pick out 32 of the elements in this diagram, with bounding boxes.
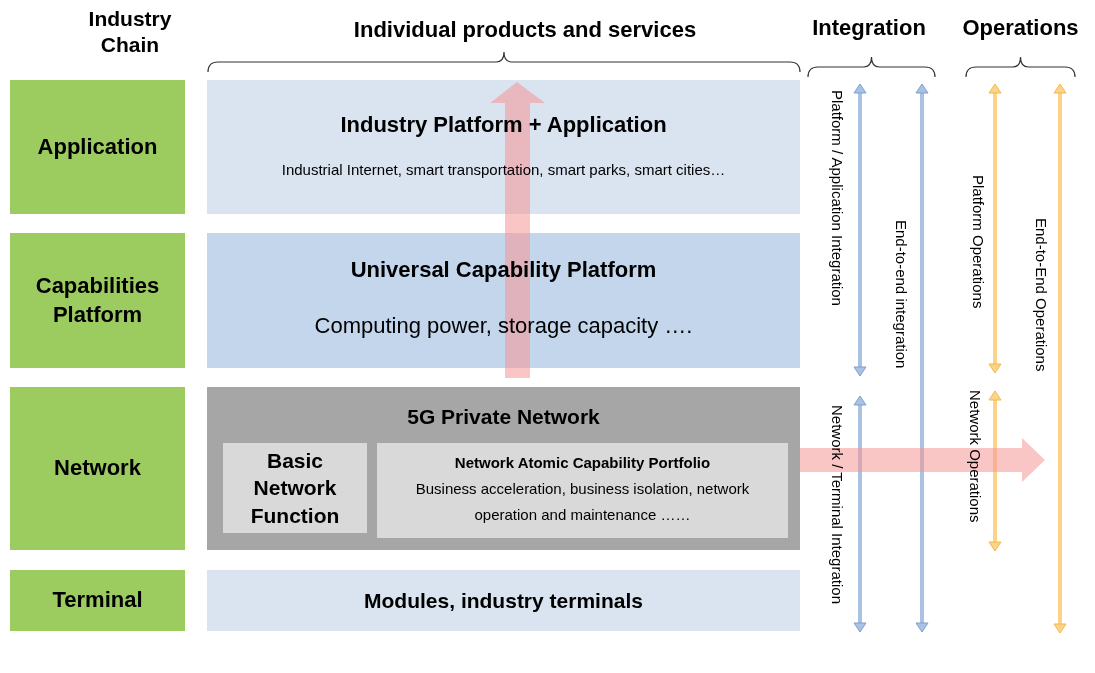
layer-label-box xyxy=(10,233,185,368)
description-text: Computing power, storage capacity …. xyxy=(314,311,693,340)
span-label: End-to-end integration xyxy=(893,220,910,369)
layer-label-box xyxy=(10,570,185,631)
layer-box xyxy=(207,233,800,368)
box-title: Modules, industry terminals xyxy=(364,587,643,614)
layer-box xyxy=(207,570,800,631)
description-text: Business acceleration, business isolation, network operation and maintenance …… xyxy=(414,479,751,526)
span-label: Network / Terminal Integration xyxy=(829,405,846,604)
function-box xyxy=(223,443,367,533)
box-title: Basic Network Function xyxy=(249,448,341,529)
layer-box xyxy=(207,80,800,214)
column-heading: Operations xyxy=(961,14,1080,42)
column-heading: Industry Chain xyxy=(87,6,173,59)
layer-name: Capabilities Platform xyxy=(34,271,161,329)
description-text: Industrial Internet, smart transportation, smart parks, smart cities… xyxy=(281,160,726,181)
column-heading: Integration xyxy=(811,14,927,42)
box-title: 5G Private Network xyxy=(407,404,600,430)
layer-box xyxy=(207,387,800,550)
span-label: End-to-End Operations xyxy=(1033,218,1050,372)
box-title: Universal Capability Platform xyxy=(350,255,657,284)
layer-name: Application xyxy=(36,132,159,161)
layer-name: Terminal xyxy=(51,586,144,615)
box-title: Industry Platform + Application xyxy=(340,110,667,139)
box-title: Network Atomic Capability Portfolio xyxy=(454,452,711,472)
function-box xyxy=(377,443,788,538)
layer-name: Network xyxy=(53,454,142,483)
span-label: Platform Operations xyxy=(970,175,987,309)
span-label: Network Operations xyxy=(967,390,984,523)
layer-label-box xyxy=(10,387,185,550)
span-label: Platform / Application Integration xyxy=(829,90,846,306)
layer-label-box xyxy=(10,80,185,214)
